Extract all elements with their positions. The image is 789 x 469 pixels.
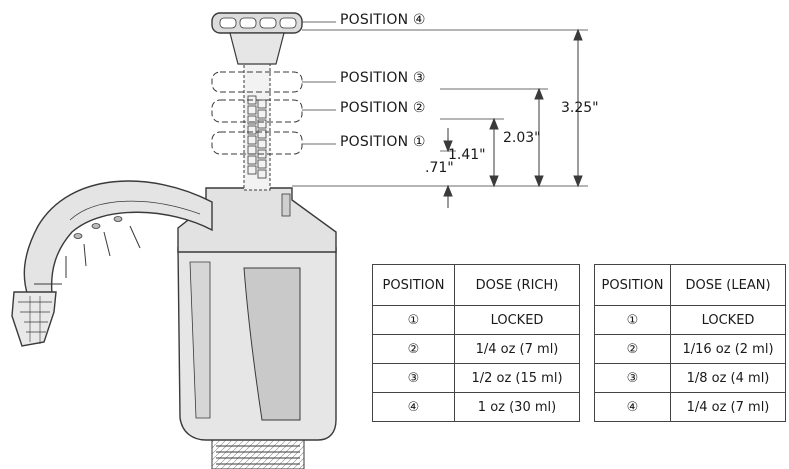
- position-cell: ④: [372, 392, 455, 422]
- table-row: ③ 1/8 oz (4 ml): [594, 363, 786, 393]
- position-cell: ②: [372, 334, 455, 364]
- callout-leaders: [302, 21, 336, 145]
- pump-head: [177, 187, 337, 253]
- table-row: ④ 1/4 oz (7 ml): [594, 392, 786, 422]
- callout-position-3: POSITION ③: [340, 70, 426, 86]
- position-cell: ④: [594, 392, 671, 422]
- table-row: ③ 1/2 oz (15 ml): [372, 363, 580, 393]
- callout-position-1: POSITION ①: [340, 134, 426, 150]
- position-cell: ①: [372, 305, 455, 335]
- dimension-label-071: .71": [425, 160, 454, 176]
- column-header: DOSE (LEAN): [670, 264, 786, 306]
- table-row: ① LOCKED: [594, 305, 786, 335]
- position-cell: ②: [594, 334, 671, 364]
- knob-position-4: [211, 12, 303, 65]
- dimension-label-203: 2.03": [503, 130, 541, 146]
- dose-cell: 1 oz (30 ml): [454, 392, 580, 422]
- position-cell: ③: [594, 363, 671, 393]
- column-header: POSITION: [372, 264, 455, 306]
- position-cell: ③: [372, 363, 455, 393]
- dose-cell: LOCKED: [670, 305, 786, 335]
- table-row: ① LOCKED: [372, 305, 580, 335]
- dose-table-lean: POSITION DOSE (LEAN) ① LOCKED ② 1/16 oz …: [594, 264, 786, 422]
- table-row: ② 1/16 oz (2 ml): [594, 334, 786, 364]
- dimension-label-141: 1.41": [448, 147, 486, 163]
- pump-body: [177, 247, 337, 441]
- column-header: POSITION: [594, 264, 671, 306]
- dose-table-rich: POSITION DOSE (RICH) ① LOCKED ② 1/4 oz (…: [372, 264, 580, 422]
- dose-cell: 1/2 oz (15 ml): [454, 363, 580, 393]
- plunger-stem: [243, 43, 271, 191]
- table-header-row: POSITION DOSE (LEAN): [594, 264, 786, 306]
- threaded-neck: [211, 439, 305, 469]
- dose-cell: 1/4 oz (7 ml): [454, 334, 580, 364]
- spout: [11, 180, 213, 347]
- dose-cell: 1/4 oz (7 ml): [670, 392, 786, 422]
- position-cell: ①: [594, 305, 671, 335]
- dose-cell: LOCKED: [454, 305, 580, 335]
- knob-position-3: [211, 71, 303, 93]
- dimension-label-325: 3.25": [561, 100, 599, 116]
- callout-position-4: POSITION ④: [340, 12, 426, 28]
- dose-cell: 1/8 oz (4 ml): [670, 363, 786, 393]
- table-row: ④ 1 oz (30 ml): [372, 392, 580, 422]
- callout-position-2: POSITION ②: [340, 100, 426, 116]
- dimension-arrows: [443, 28, 583, 208]
- knob-position-2: [211, 99, 303, 123]
- table-row: ② 1/4 oz (7 ml): [372, 334, 580, 364]
- table-header-row: POSITION DOSE (RICH): [372, 264, 580, 306]
- knob-position-1: [211, 131, 303, 155]
- dose-cell: 1/16 oz (2 ml): [670, 334, 786, 364]
- extension-lines: [292, 29, 588, 187]
- column-header: DOSE (RICH): [454, 264, 580, 306]
